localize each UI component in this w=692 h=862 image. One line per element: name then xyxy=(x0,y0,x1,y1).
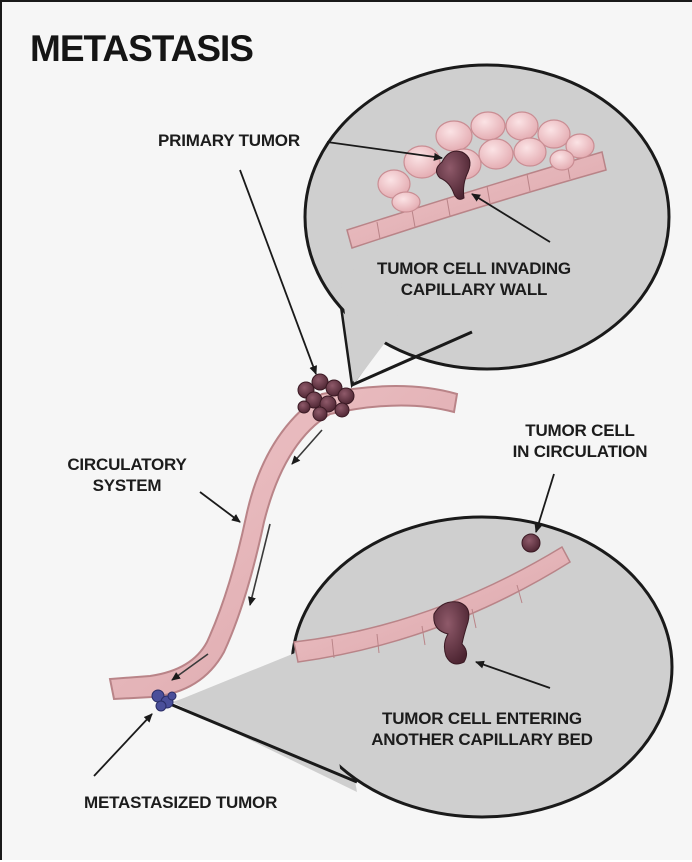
arrow-circulatory-system xyxy=(200,492,240,522)
label-circulatory-line1: CIRCULATORY xyxy=(62,454,192,475)
label-tumor-cell-invading: TUMOR CELL INVADING CAPILLARY WALL xyxy=(364,258,584,300)
label-tumor-cell-in-circulation: TUMOR CELL IN CIRCULATION xyxy=(500,420,660,462)
label-circulatory-system: CIRCULATORY SYSTEM xyxy=(62,454,192,496)
label-metastasized-tumor: METASTASIZED TUMOR xyxy=(84,792,277,813)
label-invading-line2: CAPILLARY WALL xyxy=(364,279,584,300)
arrow-circulating-cell xyxy=(536,474,554,532)
label-primary-tumor: PRIMARY TUMOR xyxy=(158,130,300,151)
label-invading-line1: TUMOR CELL INVADING xyxy=(364,258,584,279)
label-entering-line1: TUMOR CELL ENTERING xyxy=(357,708,607,729)
label-entering-line2: ANOTHER CAPILLARY BED xyxy=(357,729,607,750)
label-tumor-cell-entering: TUMOR CELL ENTERING ANOTHER CAPILLARY BE… xyxy=(357,708,607,750)
circulating-tumor-cell xyxy=(522,534,540,552)
label-in-circulation-line1: TUMOR CELL xyxy=(500,420,660,441)
figure-title: METASTASIS xyxy=(30,28,253,70)
label-circulatory-line2: SYSTEM xyxy=(62,475,192,496)
label-in-circulation-line2: IN CIRCULATION xyxy=(500,441,660,462)
arrow-metastasized-tumor xyxy=(94,714,152,776)
